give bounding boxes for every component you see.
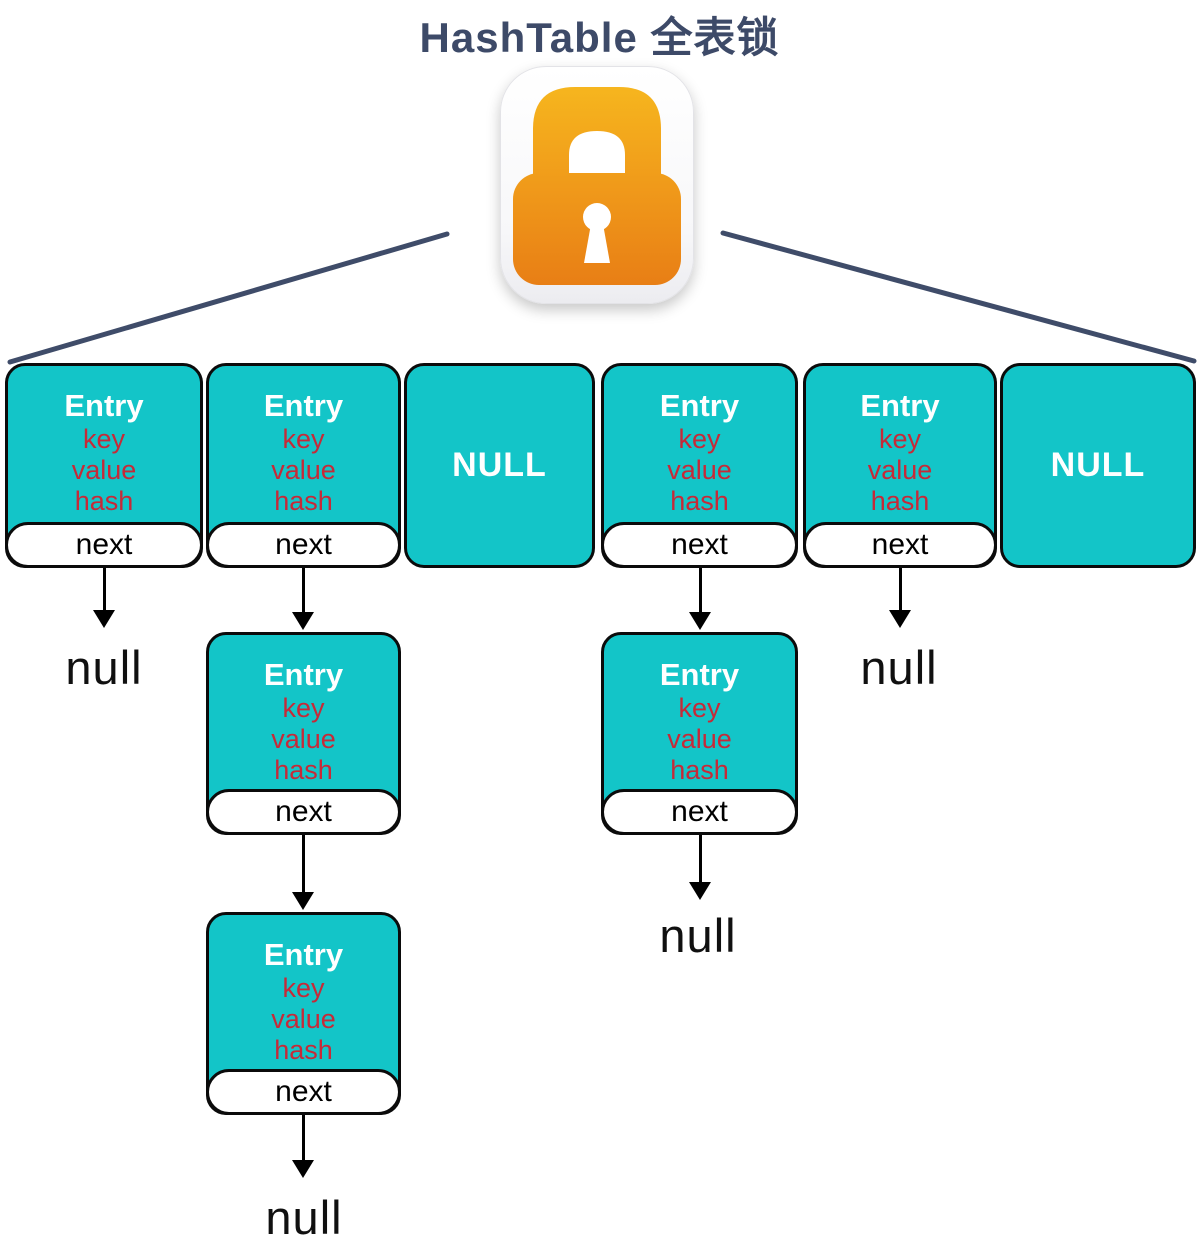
bucket-5-null: NULL [1000,363,1196,568]
entry-title: Entry [659,657,740,692]
entry-field-key: key [282,973,325,1003]
arrow-bucket3-to-entry [698,568,702,612]
bucket-3-chain-entry-1: Entry key value hash next [601,632,798,835]
keyhole-icon [583,203,611,231]
arrow-bucket1-to-entry [301,568,305,612]
bucket-3-entry: Entry key value hash next [601,363,798,568]
bucket-2-null: NULL [404,363,595,568]
entry-field-value: value [667,724,732,754]
lock-line-right [720,230,1197,364]
entry-field-hash: hash [274,486,333,516]
entry-field-key: key [282,693,325,723]
next-label: next [871,528,929,561]
entry-field-value: value [271,455,336,485]
next-pointer: next [601,789,798,835]
next-pointer: next [5,522,203,568]
next-label: next [275,528,332,561]
entry-title: Entry [860,388,940,423]
entry-field-hash: hash [274,755,333,785]
entry-title: Entry [263,388,344,423]
entry-field-key: key [678,424,721,454]
arrow-chain1b-to-null [301,1115,305,1160]
bucket-1-chain-entry-2: Entry key value hash next [206,912,401,1115]
entry-field-key: key [878,424,922,454]
arrow-chain1-to-entry [301,835,305,892]
next-label: next [75,528,133,561]
arrow-chain3-to-null [698,835,702,882]
page-title: HashTable 全表锁 [419,14,780,61]
next-label: next [275,795,332,828]
next-label: next [275,1075,332,1108]
bucket-0-entry: Entry key value hash next [5,363,203,568]
next-pointer: next [803,522,997,568]
entry-field-key: key [82,424,126,454]
bucket-1-entry: Entry key value hash next [206,363,401,568]
entry-field-value: value [667,455,732,485]
entry-field-key: key [282,424,325,454]
entry-field-key: key [678,693,721,723]
next-pointer: next [206,789,401,835]
lock-icon [500,66,694,304]
null-bucket-label: NULL [1050,446,1146,484]
entry-field-hash: hash [870,486,930,516]
entry-field-value: value [71,455,137,485]
null-terminator: null [265,1191,343,1244]
next-pointer: next [206,522,401,568]
entry-title: Entry [64,388,144,423]
null-terminator: null [659,909,737,962]
bucket-1-chain-entry-1: Entry key value hash next [206,632,401,835]
padlock-glyph [513,87,681,285]
next-label: next [671,795,728,828]
entry-field-hash: hash [670,755,729,785]
null-terminator: null [65,641,143,694]
entry-field-value: value [867,455,933,485]
entry-field-value: value [271,1004,336,1034]
entry-field-value: value [271,724,336,754]
entry-title: Entry [263,937,344,972]
next-label: next [671,528,728,561]
entry-title: Entry [263,657,344,692]
next-pointer: next [601,522,798,568]
null-bucket-label: NULL [452,446,547,484]
entry-field-hash: hash [74,486,134,516]
null-terminator: null [860,641,938,694]
bucket-4-entry: Entry key value hash next [803,363,997,568]
entry-field-hash: hash [274,1035,333,1065]
next-pointer: next [206,1069,401,1115]
entry-field-hash: hash [670,486,729,516]
arrow-bucket4-to-null [898,568,902,610]
arrow-bucket0-to-null [102,568,106,610]
entry-title: Entry [659,388,740,423]
lock-line-left [7,231,450,365]
